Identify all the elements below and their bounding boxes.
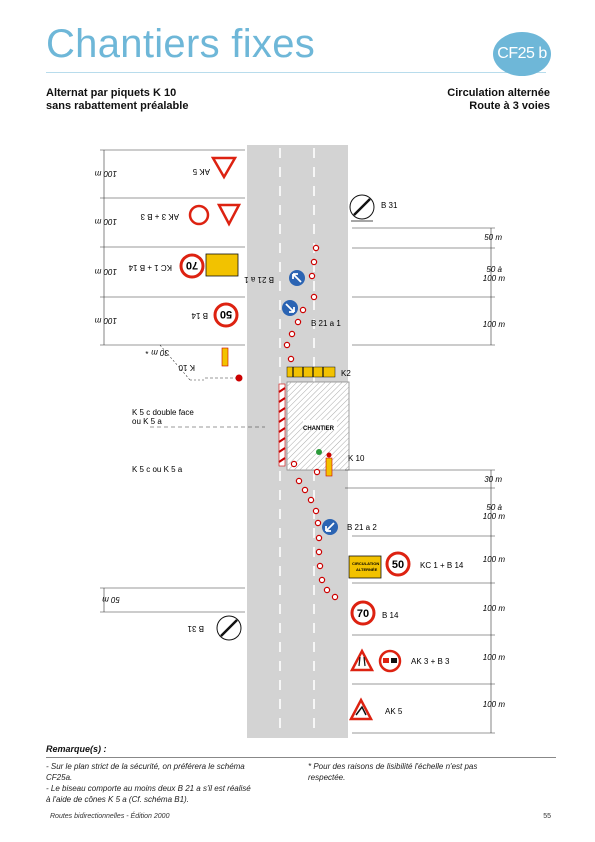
dist-right-5a: 50 à xyxy=(486,503,502,512)
remark-right-2: respectée. xyxy=(308,773,346,782)
speed-70-right-value: 70 xyxy=(357,608,369,620)
ak3-b3-signs-right xyxy=(349,648,402,673)
schema-badge: CF25 b xyxy=(493,32,551,76)
ak3-b3-signs-left xyxy=(188,203,242,227)
k10-flagger-right xyxy=(316,449,333,477)
kc1-panel-left xyxy=(179,253,239,279)
dist-right-1: 50 m xyxy=(484,233,502,242)
b21a2-sign xyxy=(322,519,338,535)
dist-right-3: 100 m xyxy=(483,320,506,329)
remarks-left: - Sur le plan strict de la sécurité, on … xyxy=(46,761,286,805)
kc1-panel-right xyxy=(348,555,382,579)
kc1-panel-right-line-1: CIRCULATION xyxy=(352,561,379,566)
dist-left-6: 50 m xyxy=(102,595,120,604)
header-right: Circulation alternée Route à 3 voies xyxy=(447,87,550,113)
speed-50-sign-left xyxy=(213,302,239,328)
remark-left-3: - Le biseau comporte au moins deux B 21 … xyxy=(46,784,251,793)
dist-right-4: 30 m xyxy=(484,475,502,484)
speed-50-left-value: 50 xyxy=(220,308,232,320)
label-k10-left: K 10 xyxy=(178,363,195,372)
label-b21a1-left: B 21 a 1 xyxy=(244,275,274,284)
page-number: 55 xyxy=(543,813,551,820)
header-right-line-2: Route à 3 voies xyxy=(469,100,550,112)
footer-edition: Routes bidirectionnelles - Édition 2000 xyxy=(50,813,170,820)
label-kc1b14-left: KC 1 + B 14 xyxy=(128,263,172,272)
label-k2: K2 xyxy=(341,369,351,378)
b31-sign-left xyxy=(216,615,242,641)
dist-right-2a: 50 à xyxy=(486,265,502,274)
label-ak3b3-right: AK 3 + B 3 xyxy=(411,657,450,666)
dist-right-6: 100 m xyxy=(483,555,506,564)
remark-right-1: * Pour des raisons de lisibilité l'échel… xyxy=(308,762,478,771)
left-distance-labels: 100 m 100 m 100 m 100 m 30 m 50 m * xyxy=(94,169,169,604)
dist-left-5: 30 m xyxy=(151,348,169,357)
label-k5c-double-1: K 5 c double face xyxy=(132,408,194,417)
remarks-title: Remarque(s) : xyxy=(46,744,107,754)
title-divider xyxy=(46,72,546,73)
label-b21a2: B 21 a 2 xyxy=(347,523,377,532)
work-zone xyxy=(278,366,350,471)
b31-sign-right xyxy=(349,194,375,222)
dist-left-3: 100 m xyxy=(94,267,117,276)
remark-left-1: - Sur le plan strict de la sécurité, on … xyxy=(46,762,245,771)
label-ak5-left: AK 5 xyxy=(192,167,210,176)
b21a1-sign-lower xyxy=(282,300,298,316)
k10-flagger-left xyxy=(205,347,243,382)
dist-right-2b: 100 m xyxy=(483,274,506,283)
header-left-line-1: Alternat par piquets K 10 xyxy=(46,87,177,99)
label-kc1b14-right: KC 1 + B 14 xyxy=(420,561,464,570)
dist-left-1: 100 m xyxy=(94,169,117,178)
label-b14-left: B 14 xyxy=(191,311,208,320)
header-left-line-2: sans rabattement préalable xyxy=(46,100,189,112)
dist-right-5b: 100 m xyxy=(483,512,506,521)
cone-taper xyxy=(283,244,339,601)
label-k5c: K 5 c ou K 5 a xyxy=(132,465,183,474)
ak5-sign-right xyxy=(348,697,374,721)
page-title: Chantiers fixes xyxy=(46,22,316,66)
remarks-divider xyxy=(46,757,556,758)
ak5-sign-left xyxy=(210,156,238,180)
speed-50-sign-right xyxy=(385,551,411,577)
star-marker: * xyxy=(145,350,149,359)
label-b14-right: B 14 xyxy=(382,611,399,620)
kc1-panel-right-line-2: ALTERNÉE xyxy=(356,567,378,572)
label-b31-right: B 31 xyxy=(381,201,398,210)
remark-left-4: à l'aide de cônes K 5 a (Cf. schéma B1). xyxy=(46,795,189,804)
remarks-right: * Pour des raisons de lisibilité l'échel… xyxy=(308,761,556,783)
speed-50-right-value: 50 xyxy=(392,559,404,571)
speed-70-left-value: 70 xyxy=(186,259,198,271)
header-left: Alternat par piquets K 10 sans rabatteme… xyxy=(46,87,188,113)
dist-right-9: 100 m xyxy=(483,700,506,709)
label-k10-right: K 10 xyxy=(348,454,365,463)
speed-70-sign-right xyxy=(350,600,376,626)
dist-left-2: 100 m xyxy=(94,217,117,226)
remark-left-2: CF25a. xyxy=(46,773,73,782)
dist-right-7: 100 m xyxy=(483,604,506,613)
left-dimension-lines xyxy=(100,149,245,613)
chantier-label: CHANTIER xyxy=(303,426,335,432)
label-ak5-right: AK 5 xyxy=(385,707,403,716)
dist-right-8: 100 m xyxy=(483,653,506,662)
label-k5c-double-2: ou K 5 a xyxy=(132,417,162,426)
label-b21a1-right: B 21 a 1 xyxy=(311,319,341,328)
b21a1-sign-upper xyxy=(289,270,305,286)
label-ak3b3-left: AK 3 + B 3 xyxy=(140,212,179,221)
header-right-line-1: Circulation alternée xyxy=(447,87,550,99)
right-dimension-lines xyxy=(345,227,495,734)
dist-left-4: 100 m xyxy=(94,316,117,325)
right-distance-labels: 50 m 50 à 100 m 100 m 30 m 50 à 100 m 10… xyxy=(483,233,506,709)
label-b31-left: B 31 xyxy=(187,624,204,633)
